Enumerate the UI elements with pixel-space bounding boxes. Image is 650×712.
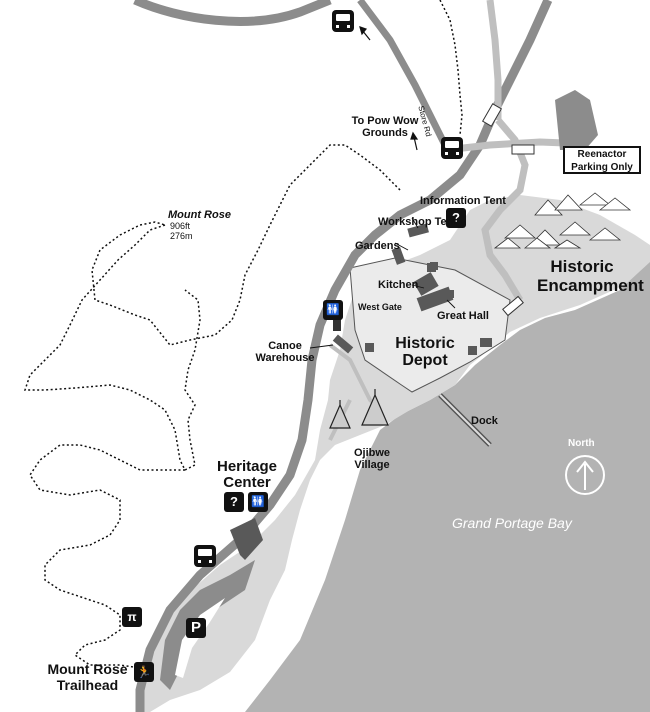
information-icon: ? <box>224 492 244 512</box>
bus-icon <box>441 137 463 159</box>
hiking-trails <box>23 0 463 669</box>
crosswalks <box>481 103 535 317</box>
grand-portage-bay-label: Grand Portage Bay <box>452 515 572 531</box>
kitchen-label: Kitchen <box>378 279 419 291</box>
parking-icon: P <box>186 618 206 638</box>
east-road <box>486 0 502 120</box>
highway-61 <box>135 0 553 712</box>
historic-depot-label: Historic Depot <box>395 335 455 369</box>
mount-rose-label: Mount Rose <box>168 209 231 221</box>
workshop-tent-label: Workshop Tent <box>378 216 458 228</box>
west-gate-label: West Gate <box>358 302 402 312</box>
north-label: North <box>568 438 595 449</box>
parking-inner <box>175 598 225 678</box>
shoreline-strip <box>140 195 650 712</box>
to-pow-wow-label: To Pow Wow Grounds <box>351 115 419 140</box>
bus-icon <box>194 545 216 567</box>
leader-lines <box>309 217 456 349</box>
tipis <box>329 389 389 429</box>
picnic-table-icon: π <box>122 607 142 627</box>
canoe-building <box>333 317 341 331</box>
bus-icon <box>332 10 354 32</box>
great-hall-label: Great Hall <box>437 310 489 322</box>
gardens-label: Gardens <box>355 240 400 252</box>
restroom-icon: 🚻 <box>248 492 268 512</box>
north-circle <box>565 455 605 495</box>
mount-rose-ft-label: 906ft <box>170 221 191 231</box>
hiker-icon: 🏃 <box>134 662 154 682</box>
information-tent-label: Information Tent <box>420 195 506 207</box>
encampment-tents <box>493 192 632 249</box>
mount-rose-m-label: 276m <box>170 231 193 241</box>
information-icon: ? <box>446 208 466 228</box>
reenactor-parking-sign: Reenactor Parking Only <box>563 146 641 174</box>
canoe-warehouse-label: Canoe Warehouse <box>255 340 315 364</box>
heritage-center-label: Heritage Center <box>216 458 278 491</box>
upper-road <box>357 0 449 147</box>
top-road <box>133 0 332 26</box>
reenactor-road <box>444 138 566 154</box>
depot-grounds <box>349 257 511 393</box>
buildings <box>230 223 492 560</box>
dock-inner <box>439 394 491 446</box>
historic-encampment-label: Historic Encampment <box>537 257 644 295</box>
ojibwe-village-label: Ojibwe Village <box>353 447 391 471</box>
mount-rose-trailhead-label: Mount Rose Trailhead <box>47 661 128 693</box>
arrows <box>359 26 419 151</box>
dock-label: Dock <box>471 415 498 427</box>
restroom-icon: 🚻 <box>323 300 343 320</box>
reenactor-lot <box>555 90 598 150</box>
grand-portage-bay <box>245 255 650 712</box>
